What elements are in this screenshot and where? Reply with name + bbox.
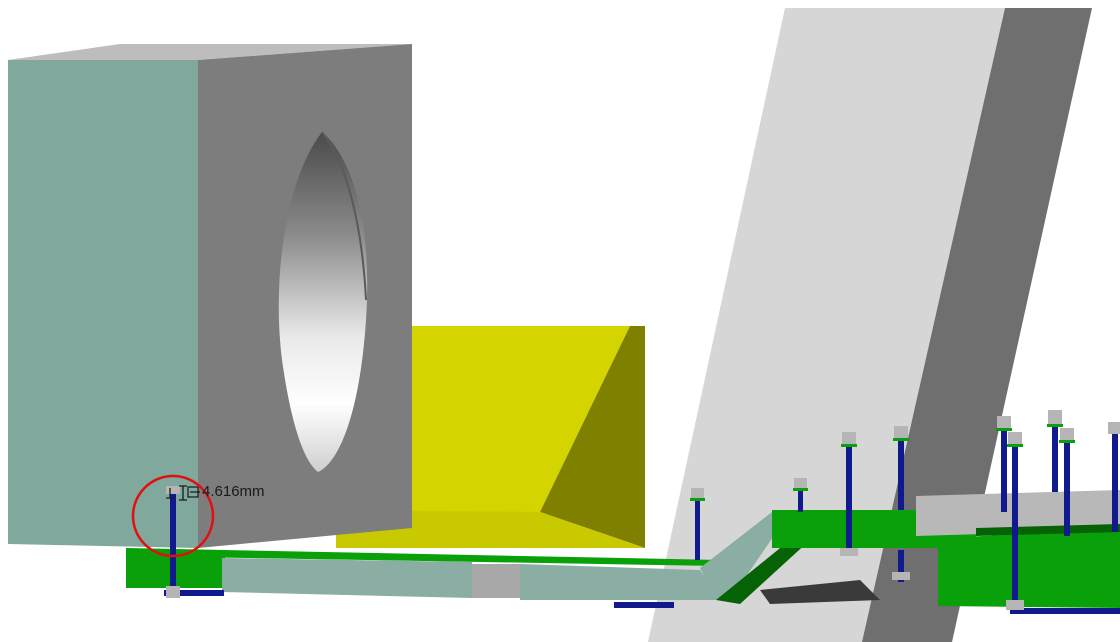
yellow-wedge-bottom-face	[336, 510, 645, 548]
beam-dark-face	[862, 8, 1092, 642]
tray-green-rail	[126, 548, 720, 566]
bolt[interactable]	[166, 486, 180, 598]
oval-hole-inner-edge	[321, 131, 367, 301]
tray-ramp	[700, 512, 790, 600]
oval-hole	[278, 132, 368, 472]
beam-light-face	[648, 8, 1005, 642]
bolt[interactable]	[1006, 432, 1024, 612]
tray-right-green	[938, 530, 1120, 608]
yellow-wedge-front-face	[410, 326, 630, 512]
tray-bottom-rail-mid	[614, 602, 674, 608]
distance-measure-icon	[166, 485, 200, 501]
bolt-group[interactable]	[166, 410, 1120, 612]
yellow-wedge-part[interactable]	[336, 326, 645, 548]
tray-raised-bottom-dark	[760, 580, 880, 604]
tray-bottom-rail-right	[1010, 608, 1120, 614]
bolt[interactable]	[793, 478, 808, 512]
bolt[interactable]	[1059, 428, 1075, 536]
tray-ramp-green	[716, 540, 810, 604]
bolt[interactable]	[690, 488, 705, 560]
tray-gray-panel-2	[520, 564, 720, 600]
yellow-wedge-side-face	[540, 326, 645, 548]
tray-bottom-rail-left	[164, 590, 224, 596]
slanted-beam-part[interactable]	[648, 8, 1092, 642]
bolt[interactable]	[1047, 410, 1063, 492]
bolt[interactable]	[840, 432, 858, 556]
measurement-highlight-circle	[131, 474, 215, 558]
bolt[interactable]	[892, 550, 910, 582]
bolt[interactable]	[1108, 422, 1120, 532]
block-with-hole-part[interactable]	[8, 44, 412, 548]
measurement-label: 4.616mm	[202, 483, 265, 500]
bolt[interactable]	[893, 426, 909, 510]
tray-gray-connector	[472, 564, 520, 598]
bolt[interactable]	[996, 416, 1012, 512]
tray-gray-panel-1	[222, 558, 472, 598]
block-left-face	[8, 60, 198, 548]
block-top-face	[8, 44, 412, 60]
